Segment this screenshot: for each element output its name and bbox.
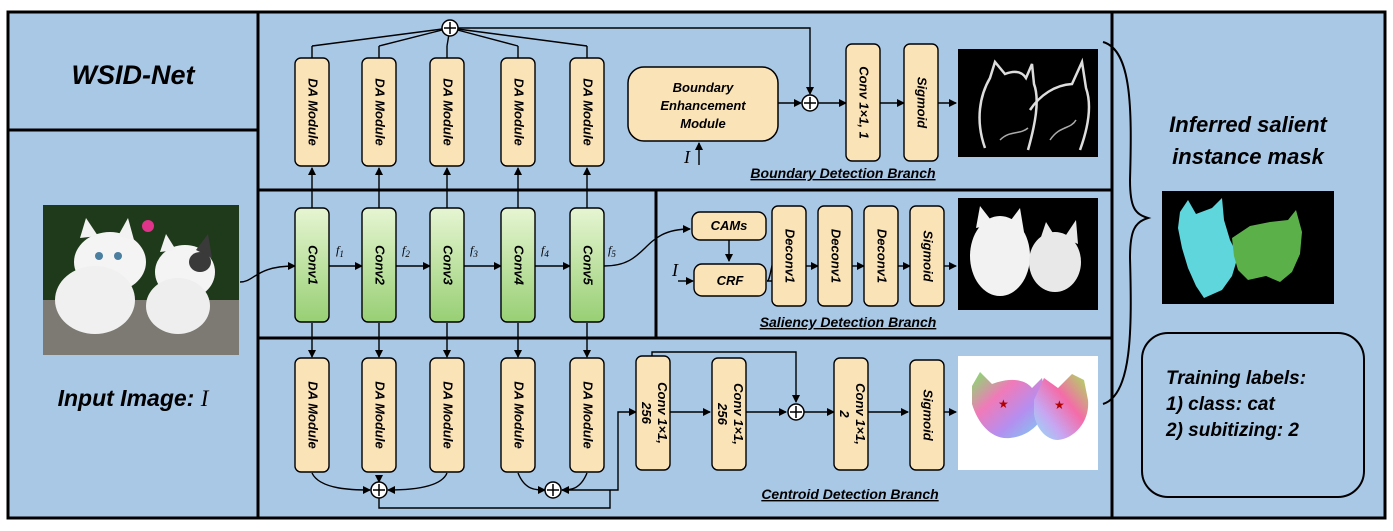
svg-text:Conv 1×1,256: Conv 1×1,256	[715, 383, 746, 445]
feature-label-1: f1	[336, 243, 344, 259]
saliency-sigmoid: Sigmoid	[909, 205, 945, 307]
da-module-top-3: DA Module	[429, 57, 465, 167]
centroid-sigmoid: Sigmoid	[909, 359, 945, 471]
svg-text:DA Module: DA Module	[581, 381, 596, 448]
boundary-output-image	[958, 49, 1098, 157]
input-image-label: Input Image: I	[58, 385, 210, 411]
bem-input-symbol: I	[683, 147, 691, 167]
da-module-top-5: DA Module	[569, 57, 605, 167]
feature-label-5: f5	[608, 243, 616, 259]
svg-text:DA Module: DA Module	[441, 381, 456, 448]
svg-text:DA Module: DA Module	[512, 78, 527, 145]
input-image	[43, 205, 239, 355]
svg-text:DA Module: DA Module	[373, 78, 388, 145]
svg-text:DA Module: DA Module	[306, 381, 321, 448]
sum-node-top	[441, 19, 459, 37]
centroid-conv256-1: Conv 1×1,256	[635, 355, 671, 471]
cams-box: CAMs	[691, 211, 767, 241]
da-module-bottom-3: DA Module	[429, 357, 465, 473]
boundary-enhancement-module: Boundary Enhancement Module	[627, 66, 779, 142]
svg-text:Sigmoid: Sigmoid	[921, 389, 936, 441]
da-module-top-2: DA Module	[361, 57, 397, 167]
svg-text:Conv 1×1,256: Conv 1×1,256	[639, 382, 670, 444]
svg-text:Conv4: Conv4	[512, 245, 527, 286]
svg-text:Deconv1: Deconv1	[875, 229, 890, 283]
output-brace	[1102, 41, 1152, 405]
feature-label-4: f4	[541, 243, 549, 259]
bem-line1: Boundary	[673, 80, 734, 95]
conv-block-4: Conv4	[500, 207, 536, 323]
da-module-bottom-1: DA Module	[294, 357, 330, 473]
svg-text:Conv 1×1, 1: Conv 1×1, 1	[857, 66, 872, 139]
deconv-3: Deconv1	[863, 205, 899, 307]
centroid-conv2: Conv 1×1,2	[833, 357, 869, 471]
conv-block-5: Conv5	[569, 207, 605, 323]
saliency-branch-label: Saliency Detection Branch	[760, 314, 937, 330]
da-module-top-1: DA Module	[294, 57, 330, 167]
svg-text:DA Module: DA Module	[581, 78, 596, 145]
instance-green	[1232, 210, 1302, 282]
svg-text:Deconv1: Deconv1	[829, 229, 844, 283]
boundary-conv: Conv 1×1, 1	[845, 43, 881, 162]
svg-text:Conv1: Conv1	[306, 245, 321, 285]
feature-label-3: f3	[470, 243, 478, 259]
sum-node-bottom-1	[370, 481, 388, 499]
output-label-line2: instance mask	[1172, 144, 1325, 169]
deconv-1: Deconv1	[771, 205, 807, 307]
feature-label-2: f2	[402, 243, 410, 259]
svg-text:DA Module: DA Module	[373, 381, 388, 448]
bem-line2: Enhancement	[660, 98, 746, 113]
modules: DA Module DA Module DA Module DA Module DA M…	[294, 19, 945, 499]
conv-block-3: Conv3	[429, 207, 465, 323]
centroid-branch-label: Centroid Detection Branch	[761, 486, 938, 502]
training-line1: Training labels:	[1166, 368, 1306, 389]
svg-text:Conv5: Conv5	[581, 245, 596, 286]
crf-input-symbol: I	[671, 260, 679, 280]
crf-box: CRF	[693, 263, 767, 297]
svg-text:Conv2: Conv2	[373, 245, 388, 286]
network-title: WSID-Net	[72, 60, 196, 90]
instance-cyan	[1178, 198, 1238, 298]
conv-block-1: Conv1	[294, 207, 330, 323]
svg-text:CRF: CRF	[717, 273, 745, 288]
centroid-star-2: ★	[1054, 398, 1065, 412]
deconv-2: Deconv1	[817, 205, 853, 307]
svg-text:CAMs: CAMs	[711, 218, 748, 233]
training-line2: 1) class: cat	[1166, 394, 1275, 415]
connectors	[239, 24, 957, 509]
svg-text:Deconv1: Deconv1	[783, 229, 798, 283]
svg-text:Sigmoid: Sigmoid	[921, 230, 936, 282]
svg-text:Conv3: Conv3	[441, 245, 456, 286]
sum-node-boundary	[801, 94, 819, 112]
svg-text:Conv 1×1,2: Conv 1×1,2	[837, 383, 868, 445]
centroid-star-1: ★	[998, 397, 1009, 411]
saliency-output-image	[958, 198, 1098, 310]
output-label-line1: Inferred salient	[1169, 112, 1328, 137]
boundary-sigmoid: Sigmoid	[903, 43, 939, 162]
sum-node-bottom-2	[544, 481, 562, 499]
instance-mask-image	[1162, 191, 1334, 304]
boundary-branch-label: Boundary Detection Branch	[750, 165, 935, 181]
centroid-output-image: ★ ★	[958, 356, 1098, 470]
training-line3: 2) subitizing: 2	[1165, 420, 1299, 441]
svg-text:DA Module: DA Module	[306, 78, 321, 145]
bem-line3: Module	[680, 116, 726, 131]
svg-text:DA Module: DA Module	[512, 381, 527, 448]
centroid-conv256-2: Conv 1×1,256	[711, 357, 747, 471]
sum-node-centroid	[787, 403, 805, 421]
svg-text:DA Module: DA Module	[441, 78, 456, 145]
svg-text:Sigmoid: Sigmoid	[915, 77, 930, 129]
da-module-bottom-4: DA Module	[500, 357, 536, 473]
conv-block-2: Conv2	[361, 207, 397, 323]
training-labels-box: Training labels: 1) class: cat 2) subiti…	[1141, 332, 1365, 498]
da-module-bottom-5: DA Module	[569, 357, 605, 473]
da-module-bottom-2: DA Module	[361, 357, 397, 473]
da-module-top-4: DA Module	[500, 57, 536, 167]
